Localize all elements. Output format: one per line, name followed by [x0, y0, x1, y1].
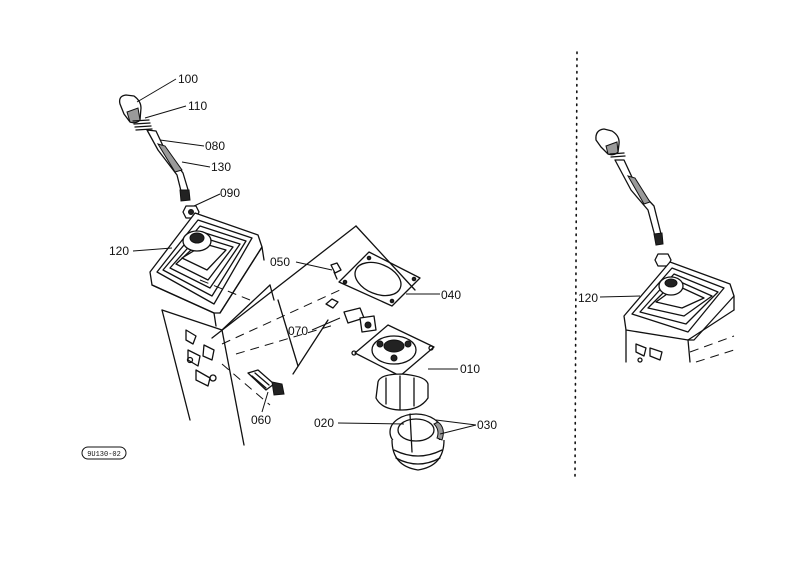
bracket-part	[325, 298, 377, 333]
shift-lever-assembly	[118, 94, 200, 219]
label-050: 050	[270, 255, 290, 269]
label-060: 060	[251, 413, 271, 427]
part-labels: 100 110 080 130 090 120 050 040 070 010 …	[109, 72, 497, 432]
lower-boot-part	[389, 413, 445, 471]
bolt-050-part	[330, 262, 342, 280]
label-110: 110	[188, 99, 207, 113]
pilot-valve-part	[351, 324, 435, 411]
phantom-lines	[199, 225, 416, 406]
label-120-inset: 120	[578, 291, 598, 305]
bolt-060-part	[247, 369, 285, 396]
reference-badge: 9U130-02	[81, 446, 127, 460]
rubber-boot-part	[149, 212, 265, 327]
label-070: 070	[288, 324, 308, 338]
label-040: 040	[441, 288, 461, 302]
plate-part	[338, 251, 421, 307]
inset-divider	[574, 51, 578, 479]
spring-part	[132, 119, 153, 131]
lever-rod-part	[146, 129, 191, 202]
label-020: 020	[314, 416, 334, 430]
console-box	[161, 284, 275, 446]
inset-assembled-view: 120	[578, 128, 735, 363]
knob-part	[118, 94, 142, 124]
label-130: 130	[211, 160, 231, 174]
label-010: 010	[460, 362, 480, 376]
leader-lines	[132, 78, 477, 435]
label-090: 090	[220, 186, 240, 200]
label-120: 120	[109, 244, 129, 258]
label-100: 100	[178, 72, 198, 86]
reference-code: 9U130-02	[87, 451, 121, 459]
clamp-ring-part	[409, 413, 444, 453]
label-080: 080	[205, 139, 225, 153]
label-030: 030	[477, 418, 497, 432]
